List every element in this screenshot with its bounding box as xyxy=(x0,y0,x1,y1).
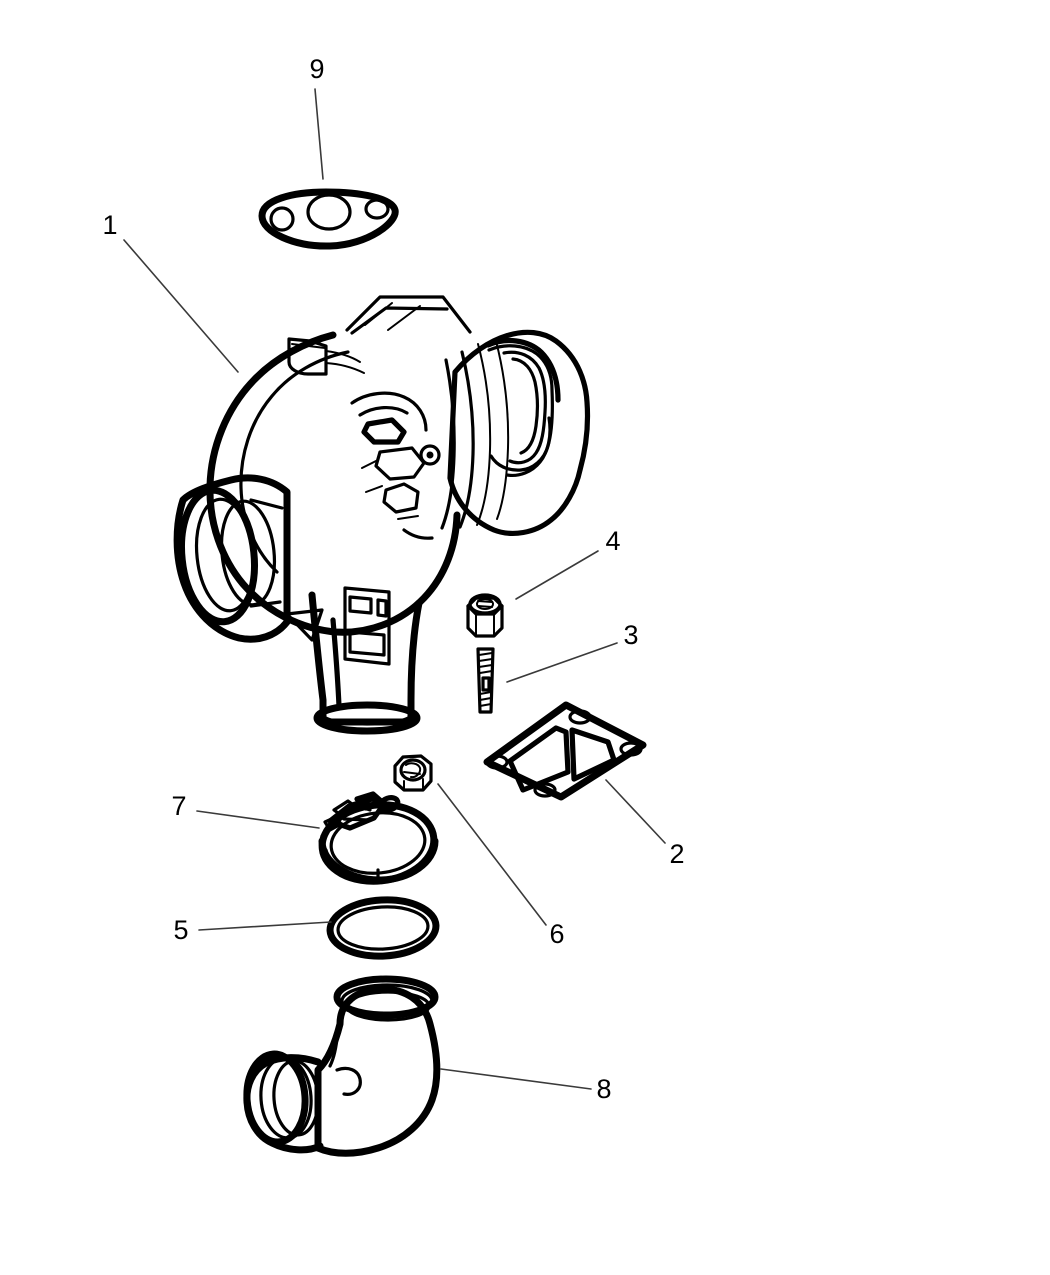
compressor-inlet-snout xyxy=(173,474,291,643)
leader-line-3 xyxy=(506,642,618,683)
leader-line-1 xyxy=(123,239,239,373)
part-5-sealing-o-ring xyxy=(326,896,440,960)
part-6-flange-nut xyxy=(393,754,433,792)
callout-number-3: 3 xyxy=(623,620,638,650)
callout-number-9: 9 xyxy=(309,54,324,84)
callout-number-1: 1 xyxy=(102,210,117,240)
callout-numbers: 1 2 3 4 5 6 7 8 9 xyxy=(102,54,684,1104)
leader-line-5 xyxy=(198,921,332,931)
leader-line-4 xyxy=(515,550,599,600)
leader-lines xyxy=(123,88,666,1090)
part-8-exhaust-outlet-elbow xyxy=(243,975,441,1157)
part-9-oil-drain-gasket xyxy=(258,188,399,250)
leader-line-8 xyxy=(440,1068,592,1090)
top-mounting-pad xyxy=(345,295,472,335)
turbo-nameplate xyxy=(343,586,391,666)
part-7-v-band-clamp xyxy=(318,791,439,885)
callout-number-6: 6 xyxy=(549,919,564,949)
center-bearing-housing xyxy=(440,340,510,530)
leader-line-7 xyxy=(196,810,320,829)
turbine-outlet-flange xyxy=(485,337,561,478)
callout-number-5: 5 xyxy=(173,915,188,945)
callout-number-4: 4 xyxy=(605,526,620,556)
part-2-turbocharger-mounting-gasket xyxy=(483,701,647,801)
part-4-hex-lock-nut xyxy=(466,593,504,638)
part-3-mounting-stud xyxy=(476,647,495,714)
callout-number-7: 7 xyxy=(171,791,186,821)
callout-number-8: 8 xyxy=(596,1074,611,1104)
wastegate-linkage-detail xyxy=(350,391,441,540)
compressor-discharge-leg xyxy=(308,591,423,735)
callout-number-2: 2 xyxy=(669,839,684,869)
part-1-turbocharger-assembly xyxy=(173,295,591,735)
v-band-latch xyxy=(323,791,401,832)
leader-line-2 xyxy=(605,779,666,844)
oil-feed-boss xyxy=(287,337,365,376)
leader-line-6 xyxy=(437,783,547,926)
leader-line-9 xyxy=(314,88,324,180)
